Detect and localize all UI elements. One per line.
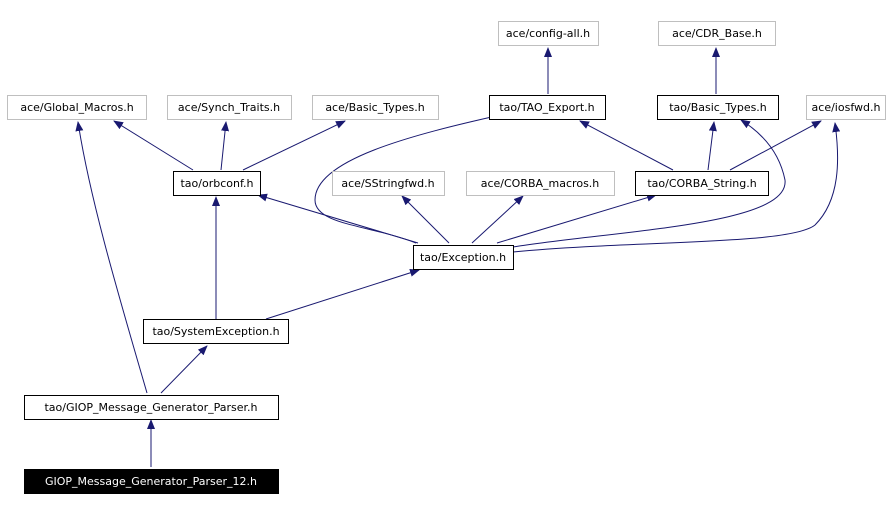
node-tao-export-label: tao/TAO_Export.h bbox=[499, 101, 594, 114]
node-corba-macros: ace/CORBA_macros.h bbox=[466, 171, 615, 196]
edge-orbconf-to-ace-basic-types bbox=[242, 120, 346, 171]
edge-exception-to-corba-macros bbox=[471, 195, 524, 244]
edge-exception-to-tao-basic-types bbox=[512, 119, 786, 248]
edge-orbconf-to-global-macros bbox=[113, 120, 194, 171]
node-tao-basic-types[interactable]: tao/Basic_Types.h bbox=[657, 95, 779, 120]
node-sstringfwd-label: ace/SStringfwd.h bbox=[341, 177, 434, 190]
node-root-label: GIOP_Message_Generator_Parser_12.h bbox=[45, 475, 257, 488]
node-global-macros-label: ace/Global_Macros.h bbox=[20, 101, 133, 114]
node-global-macros: ace/Global_Macros.h bbox=[7, 95, 147, 120]
edge-corba-string-to-iosfwd bbox=[729, 120, 822, 171]
node-tao-export[interactable]: tao/TAO_Export.h bbox=[489, 95, 606, 120]
node-iosfwd-label: ace/iosfwd.h bbox=[812, 101, 881, 114]
node-corba-string-label: tao/CORBA_String.h bbox=[647, 177, 756, 190]
node-corba-macros-label: ace/CORBA_macros.h bbox=[481, 177, 600, 190]
node-ace-basic-types-label: ace/Basic_Types.h bbox=[325, 101, 424, 114]
edge-corba-string-to-tao-export bbox=[579, 120, 674, 171]
edge-corba-string-to-tao-basic-types bbox=[707, 121, 717, 171]
node-sstringfwd: ace/SStringfwd.h bbox=[332, 171, 445, 196]
node-corba-string[interactable]: tao/CORBA_String.h bbox=[635, 171, 769, 196]
node-ace-basic-types: ace/Basic_Types.h bbox=[312, 95, 439, 120]
node-synch-traits: ace/Synch_Traits.h bbox=[167, 95, 292, 120]
node-tao-basic-types-label: tao/Basic_Types.h bbox=[669, 101, 767, 114]
edge-exception-to-tao-export bbox=[314, 112, 506, 244]
node-root: GIOP_Message_Generator_Parser_12.h bbox=[24, 469, 279, 494]
node-orbconf[interactable]: tao/orbconf.h bbox=[173, 171, 261, 196]
edge-generator-parser-to-global-macros bbox=[75, 121, 148, 394]
node-cdr-base: ace/CDR_Base.h bbox=[658, 21, 776, 46]
edges bbox=[75, 47, 841, 467]
node-orbconf-label: tao/orbconf.h bbox=[180, 177, 253, 190]
node-exception-label: tao/Exception.h bbox=[420, 251, 506, 264]
node-generator-parser-label: tao/GIOP_Message_Generator_Parser.h bbox=[44, 401, 257, 414]
node-config-all-label: ace/config-all.h bbox=[506, 27, 590, 40]
edge-system-exception-to-exception bbox=[265, 268, 420, 320]
node-system-exception-label: tao/SystemException.h bbox=[152, 325, 279, 338]
node-cdr-base-label: ace/CDR_Base.h bbox=[672, 27, 762, 40]
node-iosfwd: ace/iosfwd.h bbox=[806, 95, 886, 120]
edge-generator-parser-to-system-exception bbox=[160, 345, 208, 394]
node-config-all: ace/config-all.h bbox=[498, 21, 599, 46]
edge-orbconf-to-synch-traits bbox=[220, 121, 230, 171]
edge-exception-to-corba-string bbox=[496, 193, 657, 244]
node-system-exception[interactable]: tao/SystemException.h bbox=[143, 319, 289, 344]
edge-exception-to-iosfwd bbox=[512, 122, 841, 253]
node-exception[interactable]: tao/Exception.h bbox=[413, 245, 514, 270]
node-synch-traits-label: ace/Synch_Traits.h bbox=[178, 101, 280, 114]
edge-exception-to-sstringfwd bbox=[401, 195, 450, 244]
node-generator-parser[interactable]: tao/GIOP_Message_Generator_Parser.h bbox=[24, 395, 279, 420]
